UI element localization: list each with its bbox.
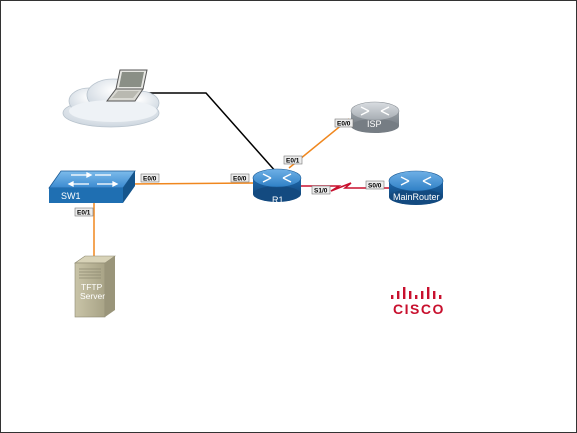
- port-label-isp-e00: E0/0: [334, 118, 354, 128]
- r1-router-icon: [252, 168, 302, 202]
- svg-text:S1/0: S1/0: [314, 188, 328, 195]
- port-label-r1-e00: E0/0: [230, 173, 250, 183]
- port-label-r1-e01: E0/1: [283, 155, 303, 165]
- sw1-label: SW1: [61, 191, 81, 201]
- isp-label: ISP: [367, 119, 382, 129]
- tftp-label-line2: Server: [80, 291, 105, 301]
- svg-text:E0/0: E0/0: [233, 176, 247, 183]
- port-label-main-s00: S0/0: [365, 180, 385, 190]
- cisco-logo: CISCO: [391, 287, 445, 317]
- tftp-label-line1: TFTP: [81, 282, 103, 292]
- cisco-bars-icon: [391, 287, 442, 299]
- console-link: [141, 92, 278, 174]
- svg-text:CISCO: CISCO: [393, 301, 445, 317]
- svg-text:E0/0: E0/0: [337, 121, 351, 128]
- svg-text:S0/0: S0/0: [368, 183, 382, 190]
- mainrouter-label: MainRouter: [393, 192, 440, 202]
- link-r1-mainrouter: [301, 182, 391, 192]
- svg-text:E0/0: E0/0: [143, 176, 157, 183]
- port-label-r1-s10: S1/0: [311, 185, 331, 195]
- cloud-icon: [62, 78, 160, 128]
- port-label-sw1-e00: E0/0: [140, 173, 160, 183]
- sw1-switch-icon: [48, 170, 136, 203]
- svg-text:E0/1: E0/1: [77, 210, 91, 217]
- r1-label: R1: [272, 195, 284, 205]
- tftp-server-icon: [74, 255, 116, 318]
- laptop-icon: [106, 69, 148, 102]
- link-sw1-r1: [128, 182, 256, 185]
- svg-text:E0/1: E0/1: [286, 158, 300, 165]
- mainrouter-icon: [388, 170, 444, 205]
- port-label-sw1-e01: E0/1: [74, 207, 94, 217]
- isp-router-icon: [350, 101, 400, 133]
